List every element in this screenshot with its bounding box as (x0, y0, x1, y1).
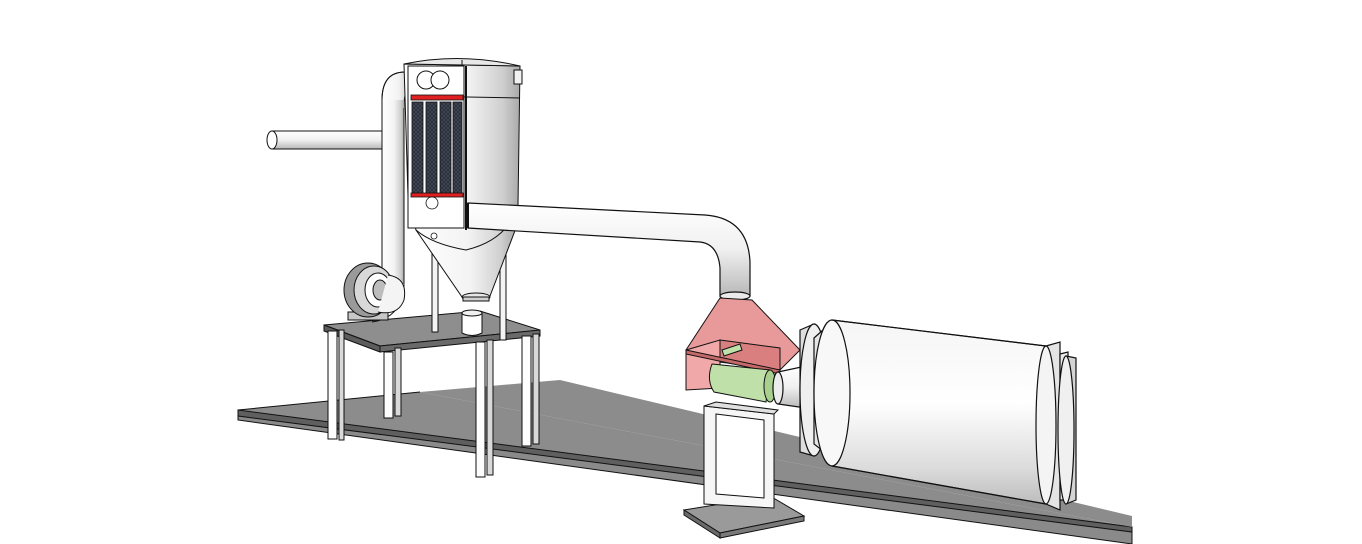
duct-pipe (467, 202, 751, 301)
blower-fan (343, 262, 406, 321)
collection-cup (461, 309, 483, 336)
base-platform (237, 380, 1133, 544)
drum-machine (772, 319, 1077, 511)
inlet-pipe (266, 130, 391, 150)
pedestal (682, 401, 806, 539)
filter-bags (410, 94, 464, 240)
